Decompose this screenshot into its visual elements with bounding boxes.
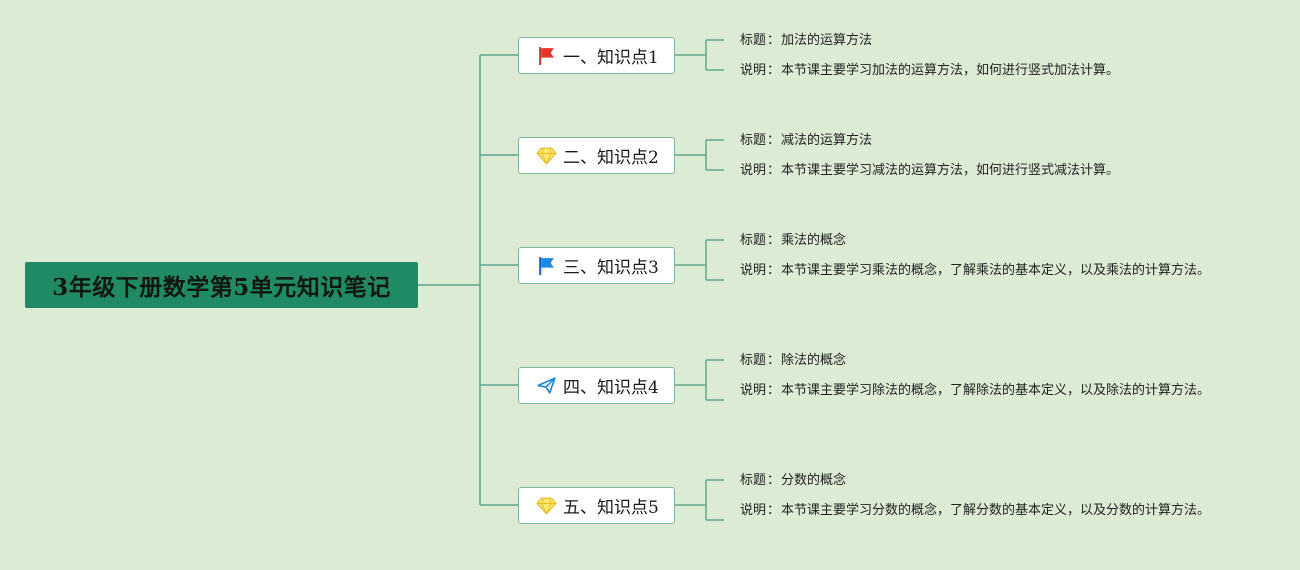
leaf-key: 标题	[740, 133, 767, 148]
branch-label: 三、知识点3	[563, 258, 659, 278]
leaf-separator: ：	[767, 233, 781, 248]
leaf-separator: ：	[767, 163, 781, 178]
leaf-key: 标题	[740, 33, 767, 48]
leaf-value: 本节课主要学习分数的概念，了解分数的基本定义，以及分数的计算方法。	[781, 503, 1211, 518]
leaf-value: 加法的运算方法	[781, 33, 873, 48]
diamond-icon	[536, 495, 557, 516]
leaf-key: 说明	[740, 383, 767, 398]
leaf-separator: ：	[767, 383, 781, 398]
leaf-key: 说明	[740, 503, 767, 518]
red-flag-icon	[536, 45, 557, 66]
leaf-value: 本节课主要学习减法的运算方法，如何进行竖式减法计算。	[781, 163, 1120, 178]
leaf-key: 标题	[740, 473, 767, 488]
blue-flag-icon	[536, 255, 557, 276]
leaf-title[interactable]: 标题：乘法的概念	[740, 231, 1220, 251]
leaf-title[interactable]: 标题：加法的运算方法	[740, 31, 1220, 51]
branch-topic-3[interactable]: 三、知识点3	[518, 247, 675, 284]
leaf-value: 本节课主要学习加法的运算方法，如何进行竖式加法计算。	[781, 63, 1120, 78]
leaf-value: 本节课主要学习乘法的概念，了解乘法的基本定义，以及乘法的计算方法。	[781, 263, 1211, 278]
branch-topic-2[interactable]: 二、知识点2	[518, 137, 675, 174]
leaf-value: 本节课主要学习除法的概念，了解除法的基本定义，以及除法的计算方法。	[781, 383, 1211, 398]
leaf-description[interactable]: 说明：本节课主要学习分数的概念，了解分数的基本定义，以及分数的计算方法。	[740, 501, 1220, 521]
branch-topic-4[interactable]: 四、知识点4	[518, 367, 675, 404]
branch-label: 一、知识点1	[563, 48, 659, 68]
leaf-description[interactable]: 说明：本节课主要学习减法的运算方法，如何进行竖式减法计算。	[740, 161, 1220, 181]
leaf-description[interactable]: 说明：本节课主要学习乘法的概念，了解乘法的基本定义，以及乘法的计算方法。	[740, 261, 1220, 281]
leaf-value: 除法的概念	[781, 353, 847, 368]
leaf-title[interactable]: 标题：除法的概念	[740, 351, 1220, 371]
leaf-separator: ：	[767, 353, 781, 368]
branch-topic-5[interactable]: 五、知识点5	[518, 487, 675, 524]
paper-plane-icon	[536, 375, 557, 396]
leaf-value: 分数的概念	[781, 473, 847, 488]
leaf-title[interactable]: 标题：分数的概念	[740, 471, 1220, 491]
leaf-separator: ：	[767, 473, 781, 488]
leaf-value: 减法的运算方法	[781, 133, 873, 148]
leaf-separator: ：	[767, 33, 781, 48]
leaf-separator: ：	[767, 133, 781, 148]
root-topic[interactable]: 3年级下册数学第5单元知识笔记	[25, 262, 418, 308]
leaf-value: 乘法的概念	[781, 233, 847, 248]
diamond-icon	[536, 145, 557, 166]
leaf-description[interactable]: 说明：本节课主要学习除法的概念，了解除法的基本定义，以及除法的计算方法。	[740, 381, 1220, 401]
root-title: 3年级下册数学第5单元知识笔记	[52, 274, 391, 301]
branch-topic-1[interactable]: 一、知识点1	[518, 37, 675, 74]
branch-label: 四、知识点4	[563, 378, 659, 398]
branch-label: 五、知识点5	[563, 498, 659, 518]
leaf-separator: ：	[767, 503, 781, 518]
leaf-description[interactable]: 说明：本节课主要学习加法的运算方法，如何进行竖式加法计算。	[740, 61, 1220, 81]
leaf-key: 说明	[740, 163, 767, 178]
leaf-key: 说明	[740, 63, 767, 78]
leaf-separator: ：	[767, 63, 781, 78]
leaf-key: 标题	[740, 353, 767, 368]
leaf-separator: ：	[767, 263, 781, 278]
leaf-title[interactable]: 标题：减法的运算方法	[740, 131, 1220, 151]
leaf-key: 说明	[740, 263, 767, 278]
branch-label: 二、知识点2	[563, 148, 659, 168]
leaf-key: 标题	[740, 233, 767, 248]
